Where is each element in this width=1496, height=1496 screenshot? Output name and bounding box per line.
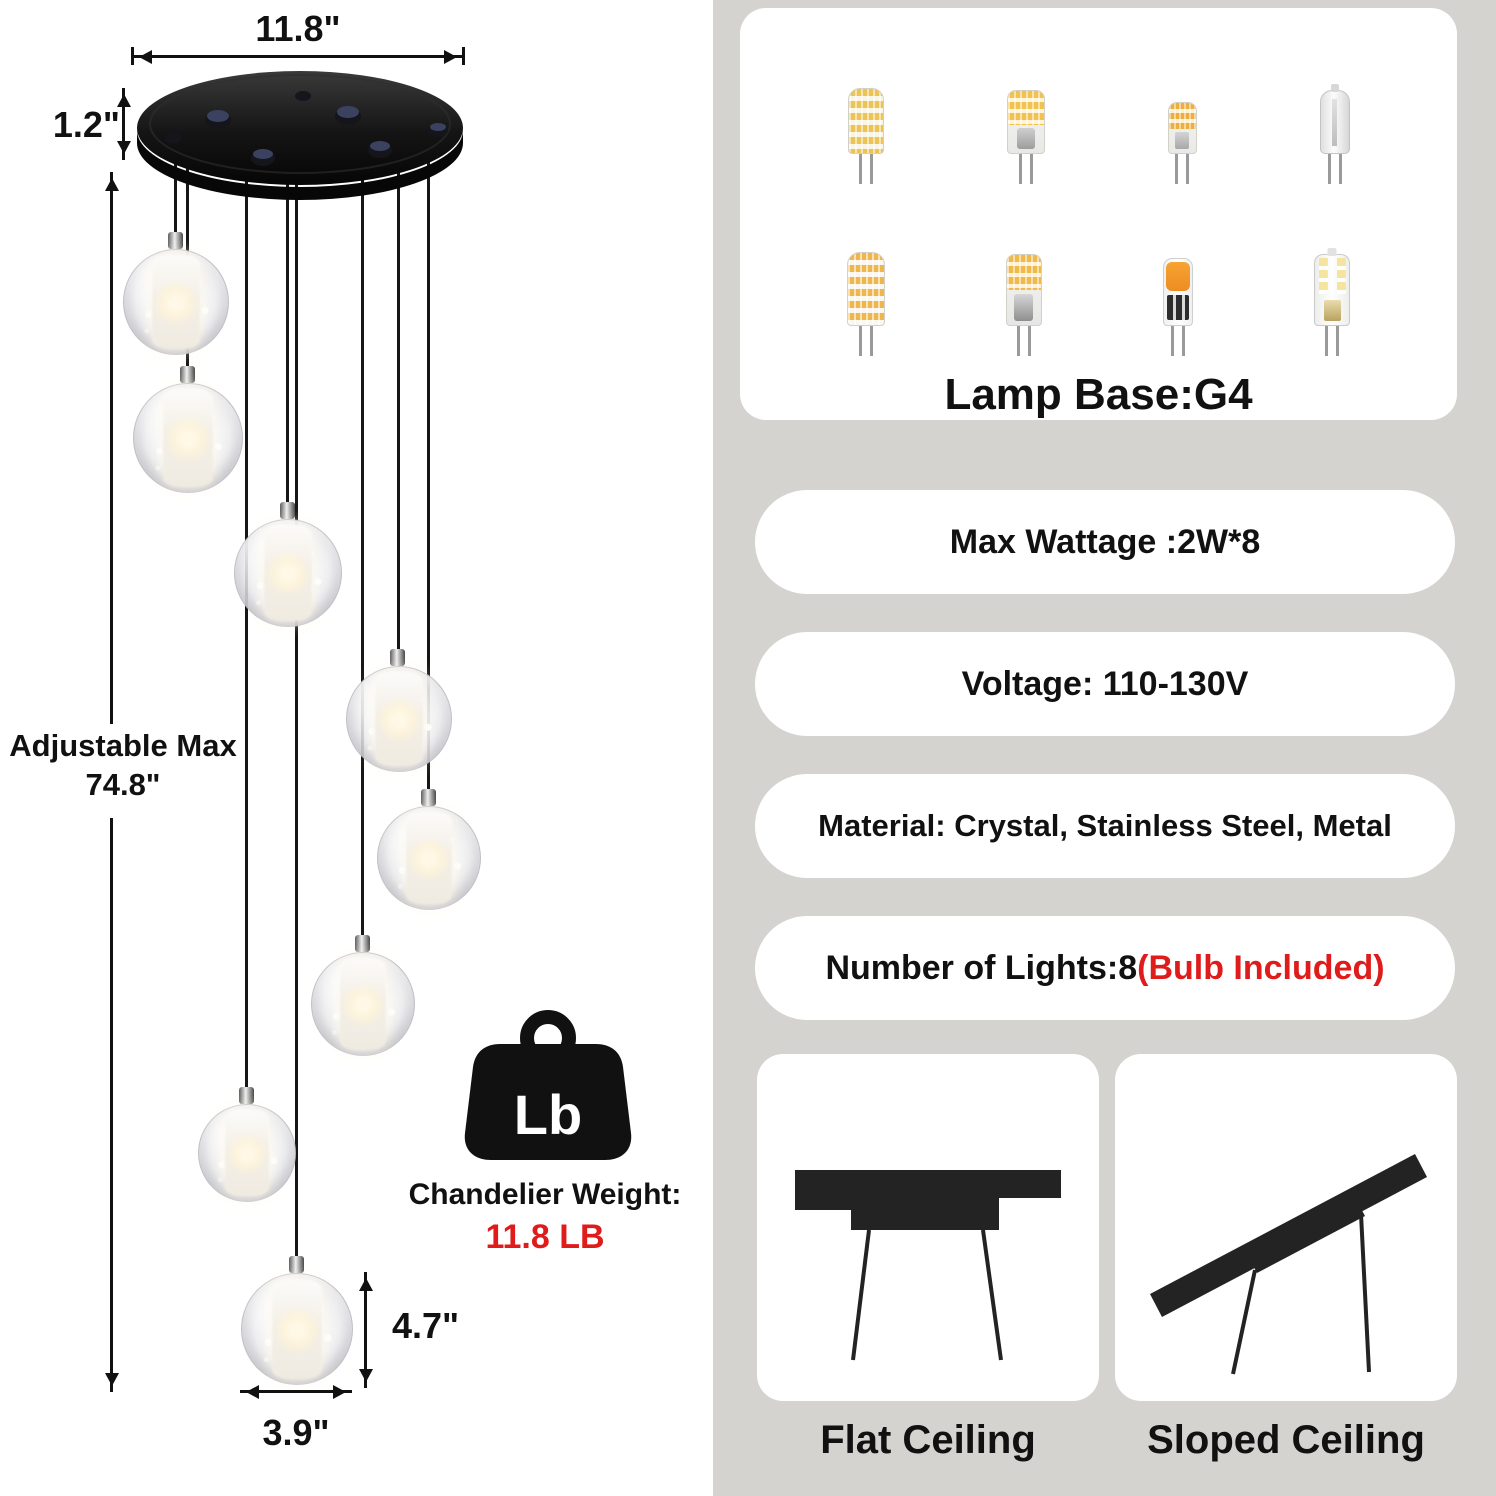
g4-bulb-icon: [1005, 254, 1042, 356]
suspension-cable: [174, 140, 177, 233]
chandelier-weight-value: 11.8 LB: [485, 1218, 605, 1256]
max-wattage-text: Max Wattage :2W*8: [949, 522, 1261, 561]
crystal-ball: [198, 1104, 296, 1202]
g4-pins: [1015, 326, 1033, 356]
g4-bulb-icon: [1006, 90, 1045, 185]
weight-icon-label: Lb: [513, 1083, 583, 1146]
g4-pins: [1173, 154, 1191, 185]
pendant-cap: [280, 502, 295, 519]
spec-pill-max-wattage: Max Wattage :2W*8: [755, 490, 1455, 594]
g4-pins: [1326, 154, 1344, 185]
adjustable-height-line-top: [104, 172, 119, 724]
chandelier-weight-title: Chandelier Weight:: [408, 1178, 682, 1211]
adjustable-height-label-line1: Adjustable Max: [9, 728, 237, 763]
sloped-ceiling-label: Sloped Ceiling: [1147, 1418, 1425, 1462]
flat-ceiling-label: Flat Ceiling: [820, 1418, 1036, 1462]
weight-lb-icon: [464, 1010, 632, 1160]
suspension-cable: [361, 150, 364, 936]
g4-bulb-icon: [846, 252, 885, 356]
spec-pill-number-of-lights: Number of Lights:8(Bulb Included): [755, 916, 1455, 1020]
pendant-cap: [390, 649, 405, 666]
crystal-ball: [377, 806, 481, 910]
pendant-cap: [355, 935, 370, 952]
ceiling-canopy: [137, 71, 463, 200]
lights-count-text: Number of Lights:8: [825, 948, 1138, 987]
pendant-cap: [421, 789, 436, 806]
bulb-included-text: (Bulb Included): [1137, 948, 1385, 987]
pendant-cap: [168, 232, 183, 249]
adjustable-height-label-line2: 74.8": [85, 766, 161, 802]
adjustable-height-line-bottom: [104, 818, 119, 1392]
crystal-ball: [123, 249, 229, 355]
g4-pins: [1323, 326, 1341, 356]
suspension-cable: [295, 150, 298, 1257]
g4-bulb-icon: [1163, 258, 1194, 356]
sloped-ceiling-diagram: [1150, 1154, 1427, 1375]
canopy-width-label: 11.8": [255, 8, 341, 49]
bulb-row: [740, 184, 1457, 356]
dimension-tick: [131, 47, 134, 65]
globe-height-label: 4.7": [392, 1305, 460, 1346]
lamp-base-card: Lamp Base:G4: [740, 8, 1457, 420]
canopy-height-label: 1.2": [52, 104, 120, 145]
flat-ceiling-card: [757, 1054, 1099, 1401]
flat-ceiling-diagram: [795, 1170, 1061, 1361]
sloped-ceiling-card: [1115, 1054, 1457, 1401]
crystal-ball: [311, 952, 415, 1056]
g4-bulb-icon: [1314, 254, 1351, 356]
suspension-cable: [397, 140, 400, 650]
spec-pill-voltage: Voltage: 110-130V: [755, 632, 1455, 736]
suspension-cable: [427, 140, 430, 790]
suspension-cable: [286, 150, 289, 503]
material-text: Material: Crystal, Stainless Steel, Meta…: [818, 808, 1392, 843]
g4-pins: [857, 326, 875, 356]
crystal-ball: [346, 666, 452, 772]
pendant-cap: [239, 1087, 254, 1104]
voltage-text: Voltage: 110-130V: [961, 664, 1249, 703]
crystal-ball: [133, 383, 243, 493]
spec-pill-material: Material: Crystal, Stainless Steel, Meta…: [755, 774, 1455, 878]
suspension-cable: [245, 150, 248, 1088]
lamp-base-label: Lamp Base:G4: [944, 370, 1253, 419]
g4-pins: [857, 154, 875, 185]
g4-bulb-icon: [847, 88, 884, 185]
canopy-width-arrow: [133, 49, 463, 64]
globe-diameter-arrow: [240, 1384, 352, 1399]
canopy-height-arrow: [116, 88, 131, 160]
pendant-cap: [180, 366, 195, 383]
crystal-ball: [234, 519, 342, 627]
globe-diameter-label: 3.9": [262, 1412, 330, 1453]
pendant-cap: [289, 1256, 304, 1273]
cable-connector: [165, 91, 448, 166]
g4-pins: [1017, 154, 1035, 185]
bulb-row: [740, 8, 1457, 185]
adjustable-height-label: Adjustable Max 74.8": [0, 727, 252, 805]
g4-bulb-icon: [1319, 90, 1350, 185]
crystal-ball: [241, 1273, 353, 1385]
dimension-tick: [462, 47, 465, 65]
g4-bulb-icon: [1167, 102, 1197, 185]
g4-pins: [1169, 326, 1187, 356]
globe-height-arrow: [358, 1272, 373, 1388]
